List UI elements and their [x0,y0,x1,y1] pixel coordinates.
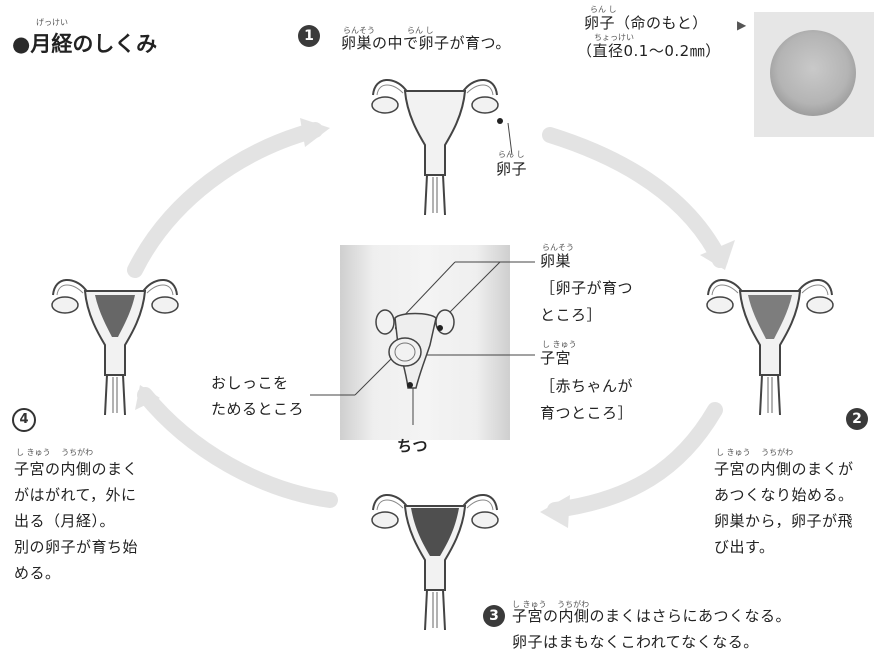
ovary-desc2: ところ］ [540,302,602,328]
uterus-desc2: 育つところ］ [540,400,633,426]
uterus-label: 子宮 [540,345,571,371]
bladder-label2: ためるところ [211,396,304,422]
vagina-label: ちつ [397,433,428,459]
bladder-label1: おしっこを [211,370,289,396]
ovary-label: 卵巣 [540,248,571,274]
ovary-desc1: ［卵子が育つ [540,275,633,301]
uterus-desc1: ［赤ちゃんが [540,373,633,399]
